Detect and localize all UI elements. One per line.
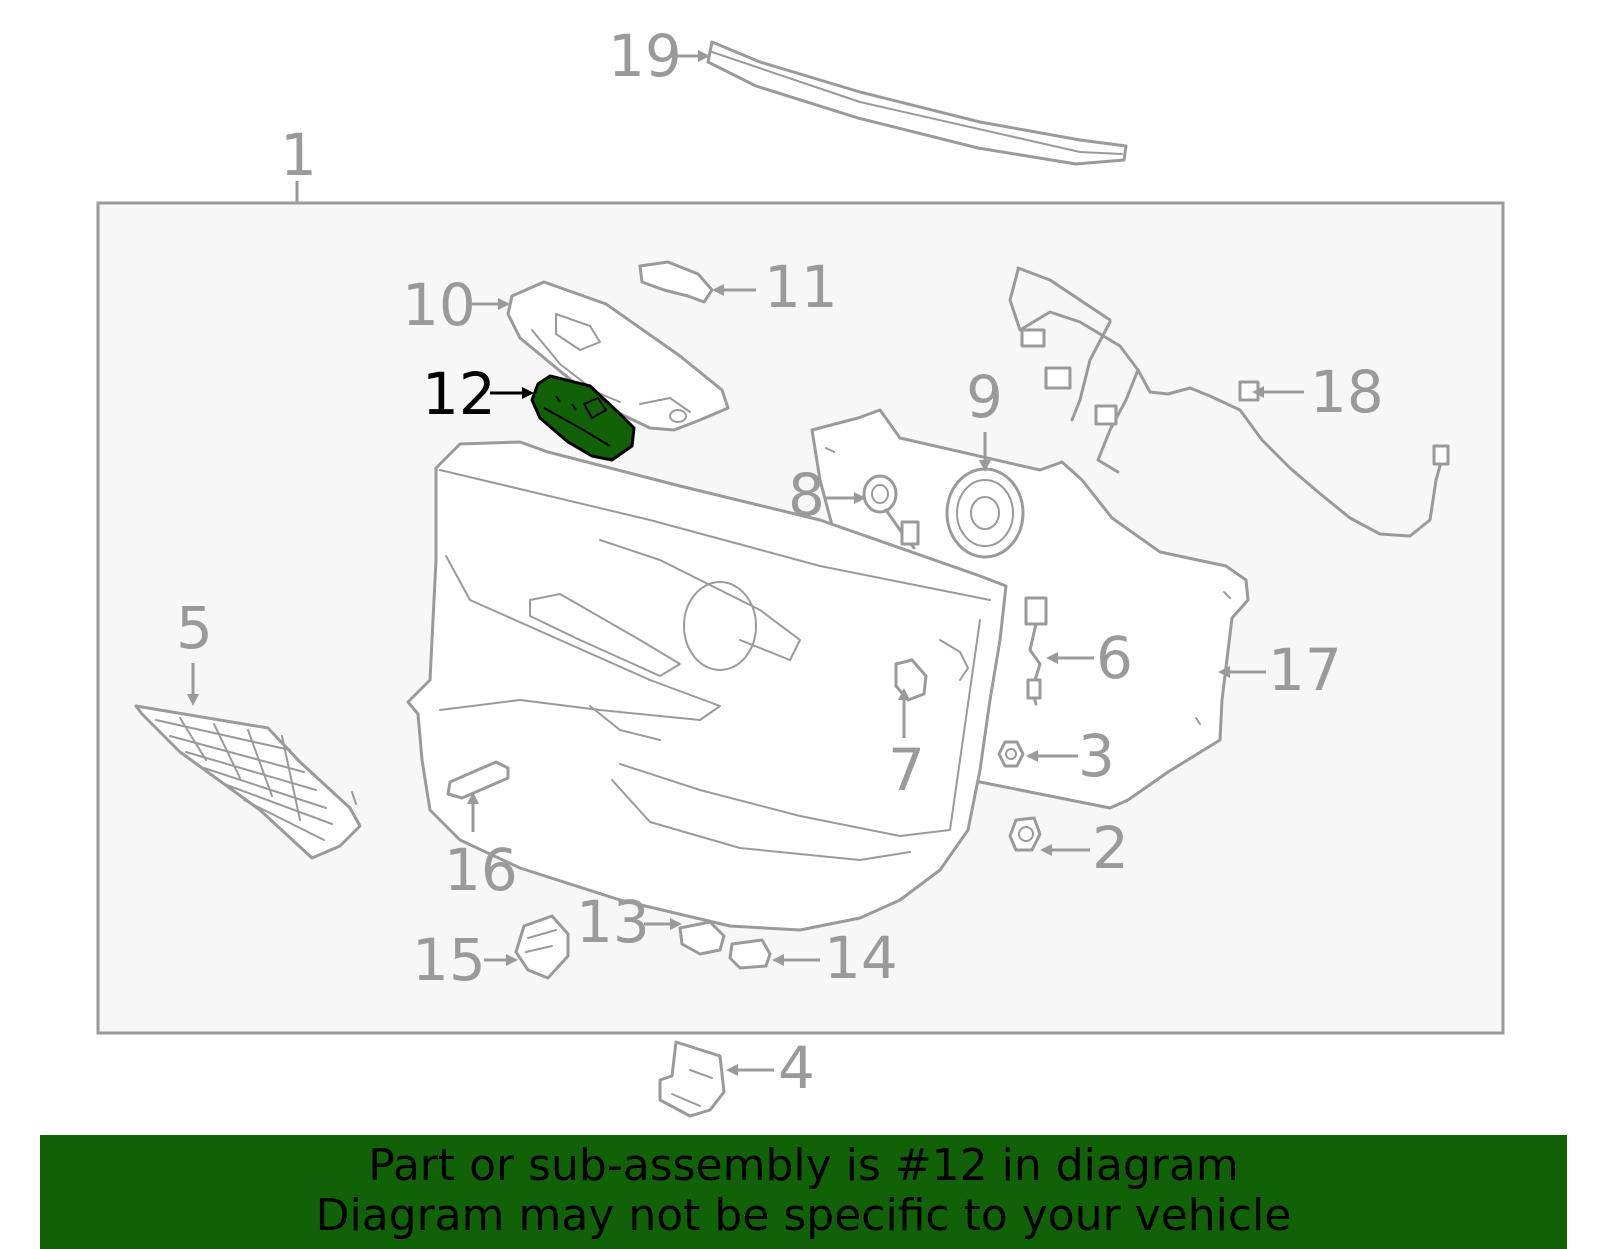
callout-19: 19	[608, 22, 682, 90]
part-5-speaker-grille	[134, 704, 362, 860]
callout-13: 13	[576, 888, 650, 956]
callout-3: 3	[1078, 722, 1115, 790]
callout-5: 5	[176, 594, 213, 662]
part-10-switch-bezel	[506, 280, 730, 432]
part-19-belt-molding	[706, 40, 1128, 166]
info-banner: Part or sub-assembly is #12 in diagram D…	[40, 1135, 1567, 1249]
callout-10: 10	[402, 271, 476, 339]
banner-line-1: Part or sub-assembly is #12 in diagram	[368, 1140, 1239, 1191]
callout-1: 1	[280, 121, 317, 189]
callout-14: 14	[824, 924, 898, 992]
part-12-window-switch	[530, 374, 636, 462]
part-14-clip	[728, 938, 772, 970]
banner-line-2: Diagram may not be specific to your vehi…	[315, 1190, 1292, 1241]
callout-4: 4	[778, 1034, 815, 1102]
part-8-tweeter	[862, 474, 920, 550]
callout-18: 18	[1310, 358, 1384, 426]
callout-15: 15	[412, 926, 486, 994]
part-15-switch	[514, 914, 570, 980]
part-16-switch	[446, 760, 510, 800]
part-3-nut	[997, 740, 1025, 768]
callout-17: 17	[1268, 636, 1342, 704]
part-1-door-trim-panel	[406, 440, 1008, 932]
callout-11: 11	[764, 253, 838, 321]
callout-8: 8	[788, 461, 825, 529]
leader-arrows	[187, 50, 1304, 1076]
callout-9: 9	[966, 363, 1003, 431]
callout-6: 6	[1096, 624, 1133, 692]
part-11-handle-bezel	[638, 260, 714, 304]
part-18-wiring-harness	[1008, 266, 1450, 538]
callout-16: 16	[444, 836, 518, 904]
part-6-harness	[1024, 596, 1048, 706]
part-9-speaker	[945, 467, 1025, 559]
part-13-clip	[678, 920, 726, 956]
callout-2: 2	[1092, 814, 1129, 882]
callout-12: 12	[422, 360, 496, 428]
part-2-clip	[1008, 816, 1042, 852]
part-4-bracket	[658, 1040, 726, 1118]
callout-7: 7	[888, 736, 925, 804]
